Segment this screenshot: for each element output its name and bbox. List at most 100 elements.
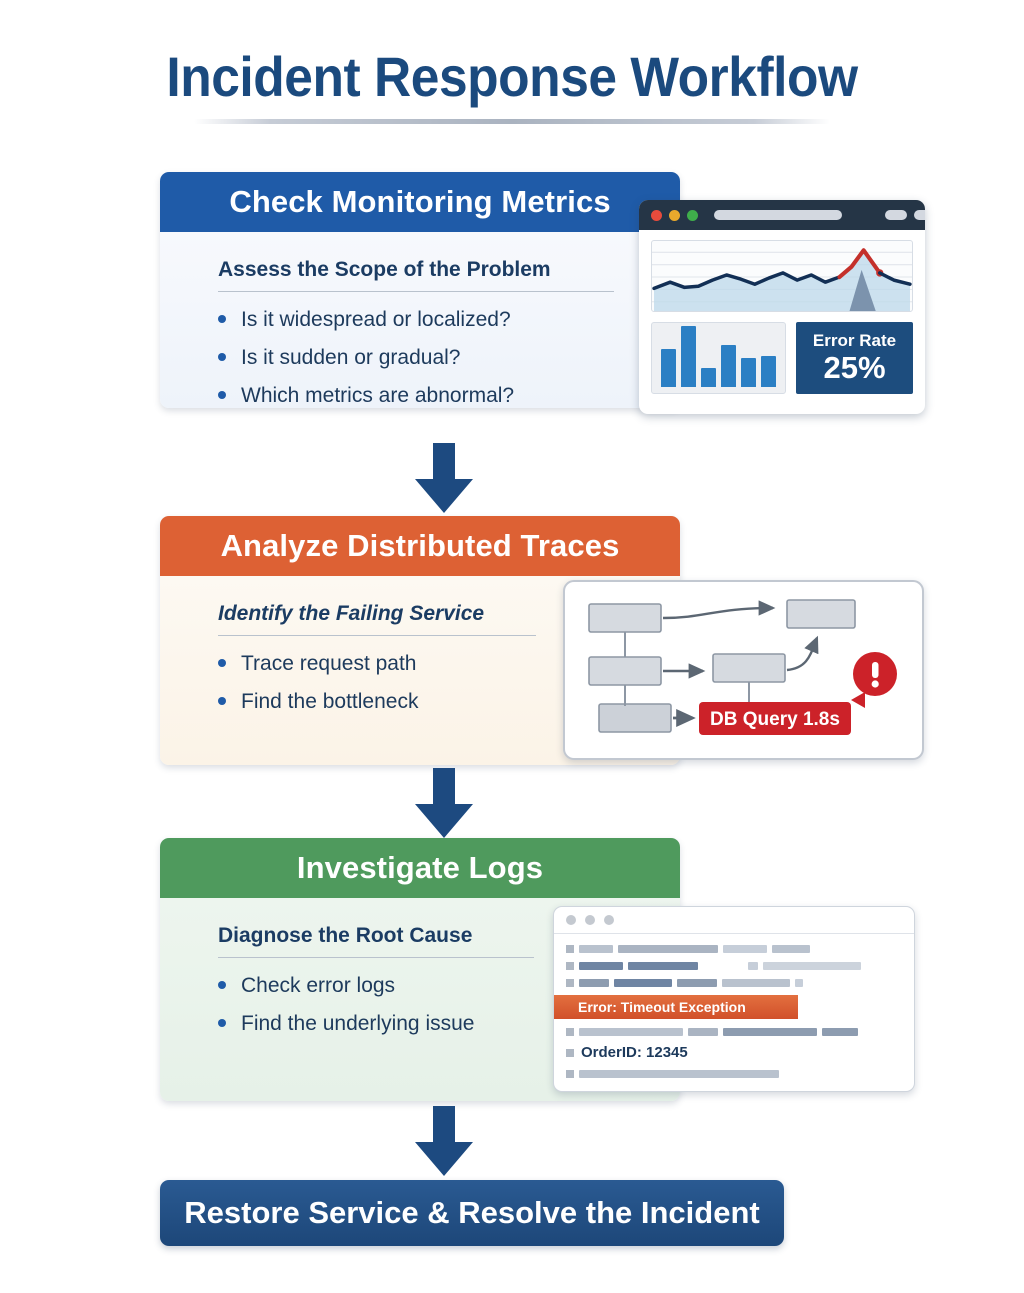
down-arrow-icon bbox=[415, 768, 473, 838]
log-bullet-icon bbox=[566, 1069, 574, 1078]
log-bullet-icon bbox=[566, 1048, 574, 1057]
error-log-label: Error: Timeout Exception bbox=[578, 999, 746, 1015]
log-segment bbox=[822, 1027, 858, 1036]
trace-node bbox=[588, 656, 662, 686]
step-1-bullet-list: Is it widespread or localized? Is it sud… bbox=[218, 308, 680, 408]
step-3-header: Investigate Logs bbox=[160, 838, 680, 898]
log-segment bbox=[763, 961, 861, 970]
error-log-line: Error: Timeout Exception bbox=[554, 995, 798, 1019]
flow-arrow-2 bbox=[411, 768, 477, 840]
list-item: Which metrics are abnormal? bbox=[218, 384, 680, 408]
log-segment bbox=[579, 961, 623, 970]
step-2-subtitle-divider bbox=[218, 635, 536, 636]
toolbar-pill-1 bbox=[885, 210, 907, 220]
log-segment bbox=[677, 978, 717, 987]
step-3-subtitle-divider bbox=[218, 957, 534, 958]
bullet-text: Which metrics are abnormal? bbox=[241, 384, 515, 408]
orderid-log-line: OrderID: 12345 bbox=[566, 1044, 902, 1061]
log-line bbox=[566, 1069, 902, 1078]
bullet-dot-icon bbox=[218, 353, 226, 362]
db-query-badge bbox=[699, 702, 851, 735]
step-1-header: Check Monitoring Metrics bbox=[160, 172, 680, 232]
bullet-text: Find the bottleneck bbox=[241, 690, 419, 714]
log-segment bbox=[618, 944, 718, 953]
step-1-subtitle-divider bbox=[218, 291, 614, 292]
step-3-bullet-list: Check error logs Find the underlying iss… bbox=[218, 974, 680, 1036]
log-line bbox=[566, 944, 902, 953]
trace-node bbox=[588, 603, 662, 633]
step-card-check-monitoring-metrics[interactable]: Check Monitoring Metrics Assess the Scop… bbox=[160, 172, 680, 408]
log-segment bbox=[772, 944, 810, 953]
step-1-subtitle: Assess the Scope of the Problem bbox=[218, 258, 551, 281]
log-viewer-illustration: Error: Timeout Exception OrderID: 12345 bbox=[553, 906, 915, 1092]
log-line bbox=[566, 1027, 902, 1036]
error-rate-value: 25% bbox=[823, 349, 886, 385]
step-2-header: Analyze Distributed Traces bbox=[160, 516, 680, 576]
log-segment bbox=[579, 1027, 683, 1036]
window-maximize-dot-icon bbox=[604, 915, 614, 925]
bar bbox=[721, 344, 736, 387]
log-segment bbox=[628, 961, 698, 970]
log-line bbox=[566, 978, 902, 987]
flow-arrow-1 bbox=[411, 443, 477, 515]
page-title: Incident Response Workflow bbox=[166, 45, 858, 108]
bar bbox=[701, 367, 716, 387]
bullet-dot-icon bbox=[218, 1019, 226, 1028]
orderid-label: OrderID: 12345 bbox=[581, 1044, 688, 1061]
browser-title-bar bbox=[639, 200, 925, 230]
page-title-block: Incident Response Workflow bbox=[0, 45, 1024, 124]
bullet-text: Find the underlying issue bbox=[241, 1012, 475, 1036]
trace-diagram-svg: DB Query 1.8s bbox=[588, 599, 897, 735]
error-rate-kpi-card: Error Rate 25% bbox=[796, 322, 913, 394]
bullet-dot-icon bbox=[218, 391, 226, 400]
log-segment bbox=[579, 944, 613, 953]
list-item: Is it widespread or localized? bbox=[218, 308, 680, 332]
step-3-subtitle: Diagnose the Root Cause bbox=[218, 924, 473, 947]
log-segment bbox=[722, 978, 790, 987]
distributed-trace-illustration: DB Query 1.8s bbox=[563, 580, 924, 760]
list-item: Trace request path bbox=[218, 652, 680, 676]
window-close-dot-icon bbox=[566, 915, 576, 925]
monitoring-dashboard-illustration: Error Rate 25% bbox=[639, 200, 925, 414]
trace-node bbox=[712, 653, 786, 683]
window-maximize-dot-icon bbox=[687, 209, 698, 221]
log-segment bbox=[579, 1069, 779, 1078]
bullet-dot-icon bbox=[218, 981, 226, 989]
down-arrow-icon bbox=[415, 1106, 473, 1176]
bullet-text: Check error logs bbox=[241, 974, 396, 997]
list-item: Find the bottleneck bbox=[218, 690, 680, 714]
title-divider bbox=[194, 118, 830, 124]
list-item: Is it sudden or gradual? bbox=[218, 346, 680, 370]
down-arrow-icon bbox=[415, 443, 473, 513]
bar bbox=[661, 348, 676, 387]
bullet-text: Is it sudden or gradual? bbox=[241, 346, 461, 370]
step-2-bullet-list: Trace request path Find the bottleneck bbox=[218, 652, 680, 714]
log-bullet-icon bbox=[566, 961, 574, 970]
log-bullet-icon bbox=[566, 1027, 574, 1036]
log-segment bbox=[688, 1027, 718, 1036]
log-segment bbox=[748, 961, 758, 970]
dashboard-content: Error Rate 25% bbox=[639, 230, 925, 404]
bullet-text: Trace request path bbox=[241, 652, 417, 675]
log-viewer-title-bar bbox=[554, 907, 914, 934]
toolbar-pill-2 bbox=[914, 210, 925, 220]
log-segment bbox=[703, 962, 743, 970]
flow-arrow-3 bbox=[411, 1106, 477, 1178]
address-bar-pill bbox=[714, 210, 842, 220]
window-close-dot-icon bbox=[651, 209, 662, 221]
log-segment bbox=[614, 978, 672, 987]
db-query-badge-label: DB Query 1.8s bbox=[710, 709, 840, 730]
log-segment bbox=[795, 978, 803, 987]
step-1-body: Assess the Scope of the Problem Is it wi… bbox=[160, 232, 680, 408]
bar bbox=[741, 358, 756, 387]
metrics-bar-chart bbox=[651, 322, 786, 394]
trace-node bbox=[786, 599, 856, 629]
log-segment bbox=[723, 944, 767, 953]
log-bullet-icon bbox=[566, 978, 574, 987]
dashboard-lower-row: Error Rate 25% bbox=[651, 322, 913, 394]
bullet-dot-icon bbox=[218, 659, 226, 667]
step-2-subtitle: Identify the Failing Service bbox=[218, 602, 485, 625]
final-banner-label: Restore Service & Resolve the Incident bbox=[184, 1195, 760, 1230]
final-outcome-banner[interactable]: Restore Service & Resolve the Incident bbox=[160, 1180, 784, 1246]
bullet-dot-icon bbox=[218, 697, 226, 706]
